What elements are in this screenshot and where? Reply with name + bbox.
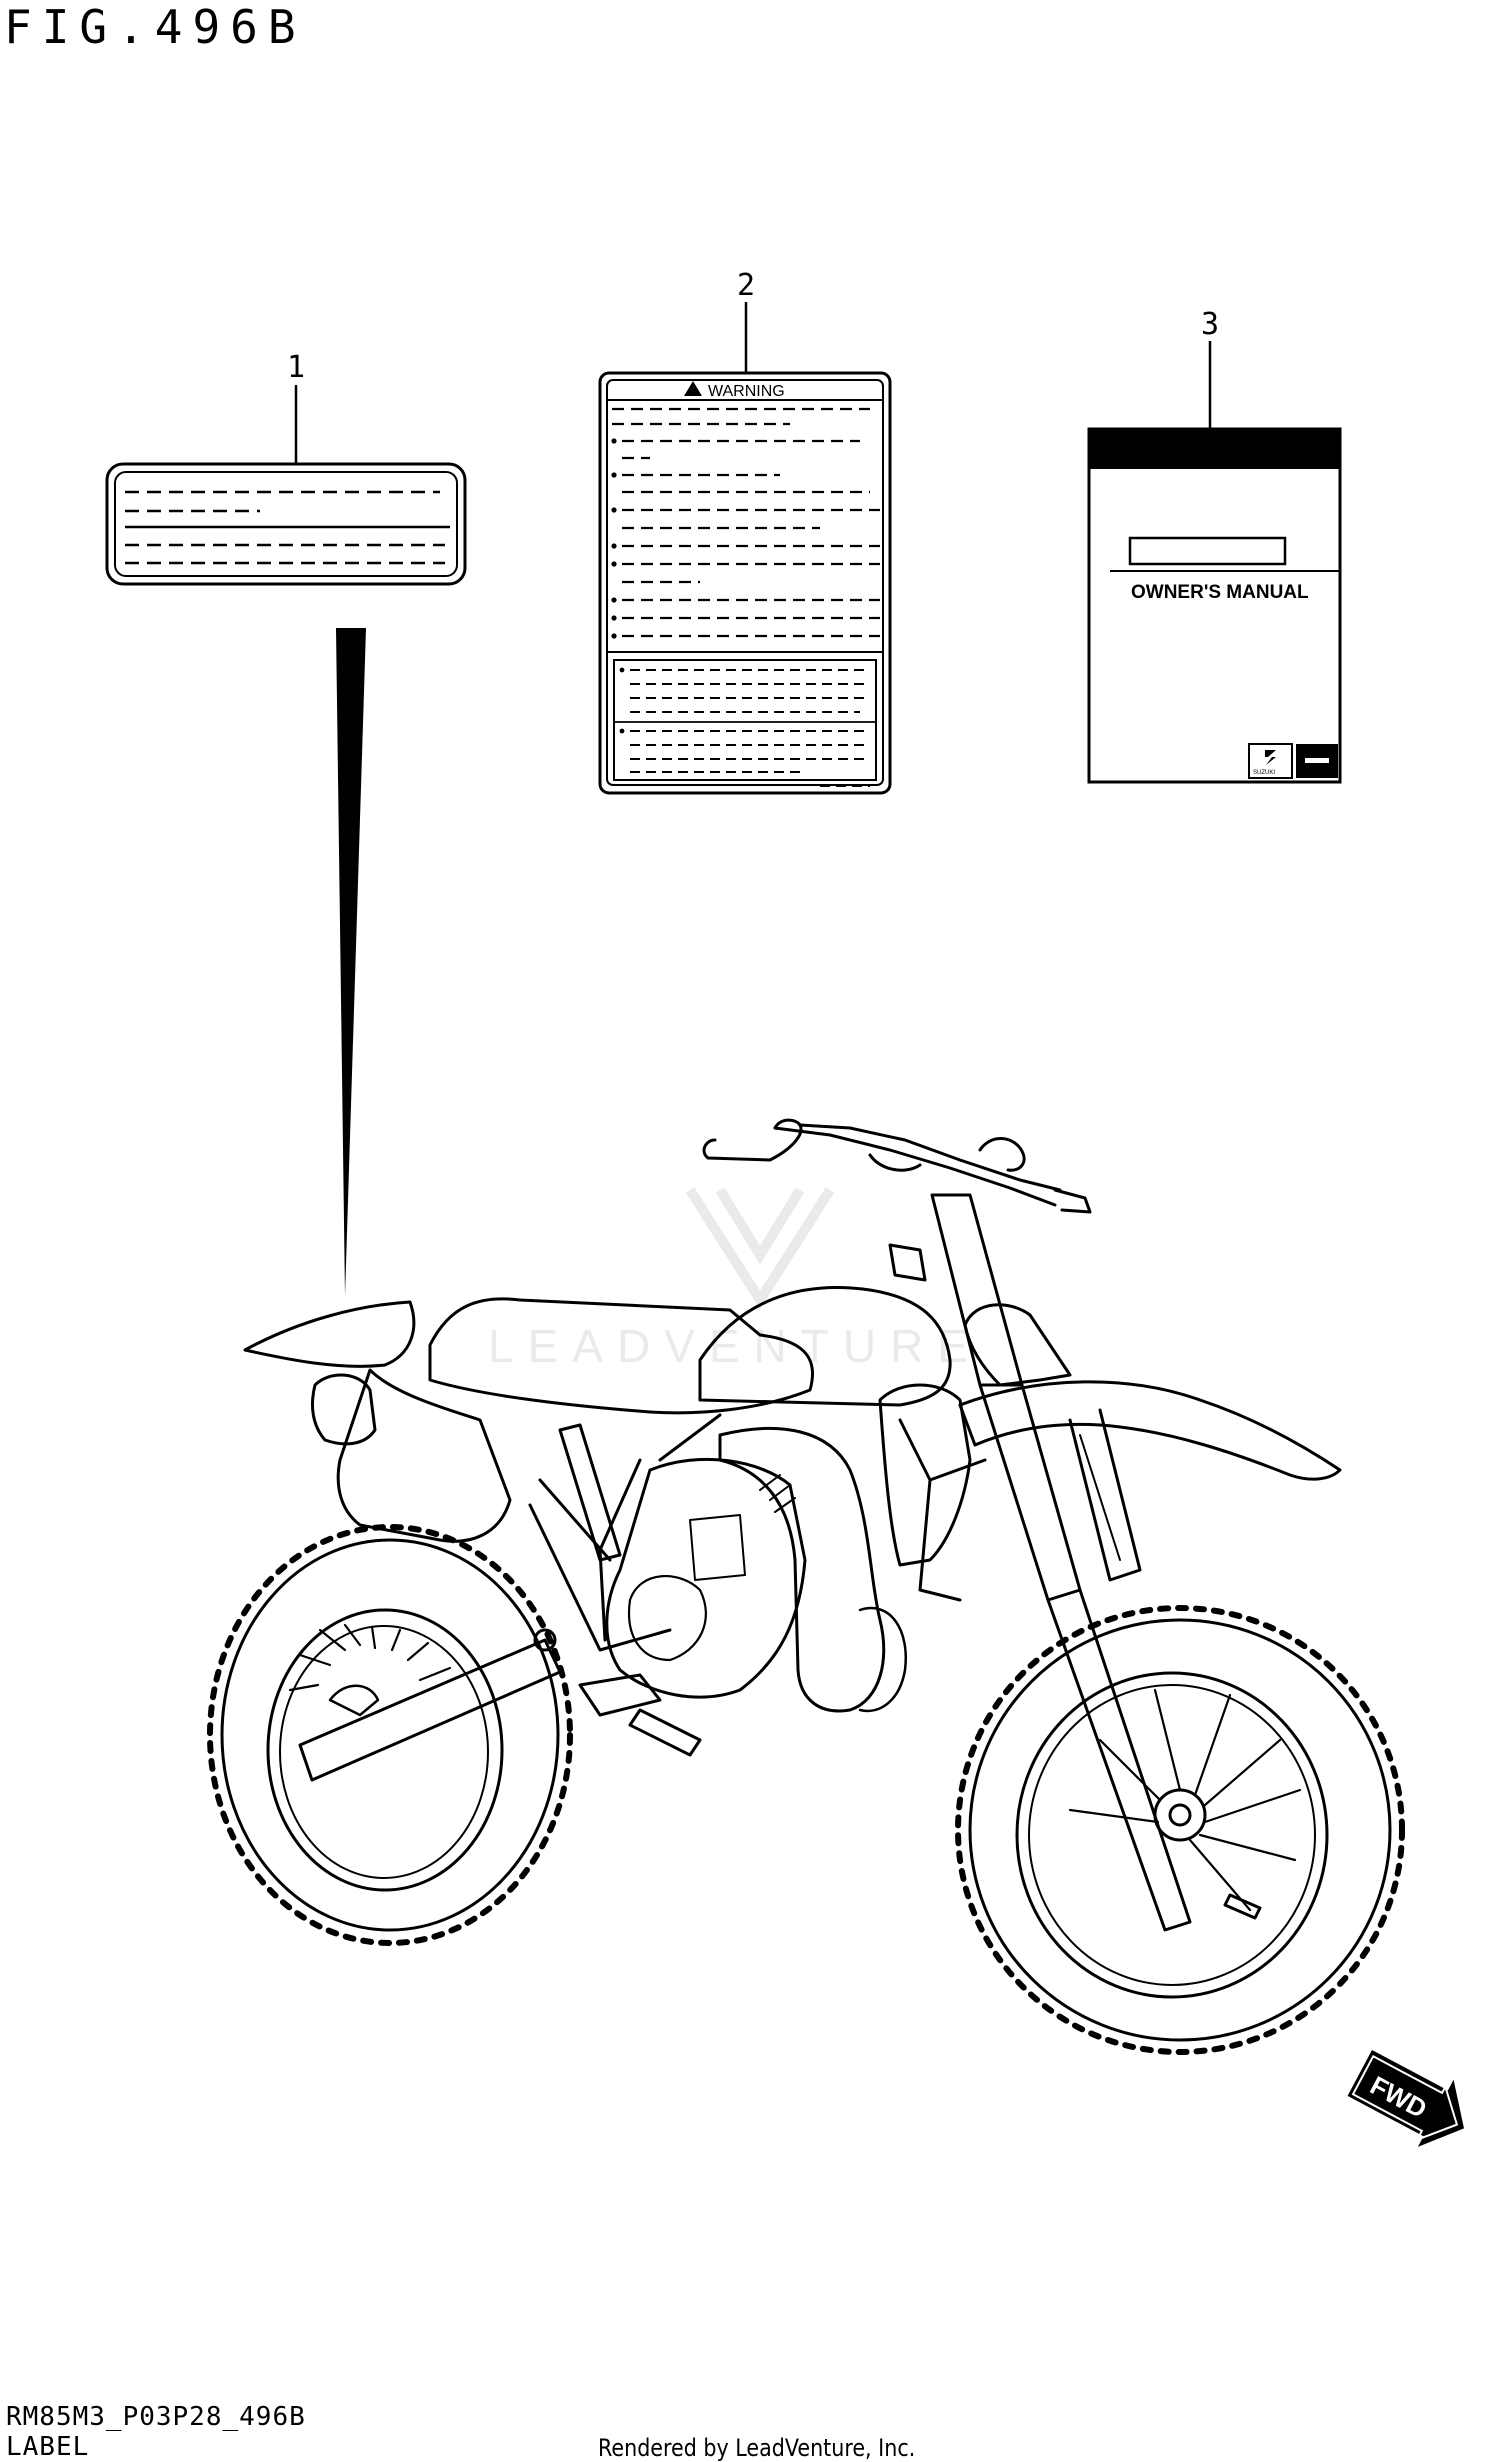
leadventure-watermark: LEADVENTURE (488, 1187, 982, 1372)
render-credit: Rendered by LeadVenture, Inc. (598, 2434, 916, 2462)
part-3-owners-manual[interactable]: 3 OWNER'S MANUAL SUZUKI (1087, 307, 1342, 784)
handlebar (702, 1118, 1092, 1214)
motorcycle-drawing (207, 1118, 1405, 2055)
manual-top-band (1089, 429, 1340, 469)
front-brake-caliper (1223, 1893, 1262, 1920)
front-fork (930, 1193, 1192, 1932)
part-2-warning-label[interactable]: 2 WARNING (598, 268, 892, 795)
label-1-placeholder-text (125, 490, 445, 565)
swingarm (298, 1638, 562, 1782)
manual-cover (1087, 427, 1342, 784)
callout-3: 3 (1201, 307, 1219, 342)
fuel-tank (698, 1286, 952, 1407)
fwd-direction-badge: FWD (1347, 2050, 1464, 2147)
kickstart-lever (628, 1708, 702, 1757)
warning-triangle-icon (684, 381, 702, 396)
front-fender (958, 1380, 1342, 1481)
fuel-cap (888, 1243, 927, 1282)
warning-heading: WARNING (708, 383, 785, 400)
front-tire-knobs (955, 1605, 1405, 2055)
rear-tire-knobs (207, 1524, 573, 1946)
manual-corner-dash (1305, 758, 1329, 763)
manual-brand-box (1248, 743, 1293, 779)
manual-brand-mark: SUZUKI (1253, 770, 1275, 776)
side-number-plate (336, 1368, 512, 1543)
section-name: LABEL (6, 2432, 90, 2462)
warning-lower-bullet (619, 728, 625, 734)
warning-bullets (611, 438, 617, 639)
chain-guard (328, 1684, 380, 1717)
model-code: RM85M3_P03P28_496B (6, 2402, 306, 2432)
warning-lower-box (613, 659, 877, 781)
front-hub (1153, 1788, 1207, 1842)
front-rim (1015, 1671, 1329, 1999)
front-axle (1168, 1803, 1192, 1827)
manual-title-box (1128, 536, 1287, 566)
suzuki-logo-icon (1265, 750, 1276, 765)
engine (605, 1457, 807, 1699)
radiator-shroud (878, 1383, 972, 1567)
rear-shock (558, 1423, 622, 1562)
front-tire-outer (968, 1618, 1392, 2042)
warning-placeholder-text (612, 407, 880, 638)
front-spokes (1068, 1688, 1302, 1912)
warning-lower-text (630, 669, 870, 787)
part-1-label[interactable]: 1 (105, 350, 467, 586)
label-1-outer (105, 462, 467, 586)
frame (528, 1413, 987, 1652)
expansion-chamber (858, 1606, 908, 1713)
callout-2: 2 (737, 268, 755, 303)
rear-rim-inner (279, 1625, 489, 1879)
rear-wheel (207, 1524, 573, 1946)
placement-pointer-1 (336, 628, 366, 1296)
figure-title: FIG.496B (4, 0, 306, 54)
rear-tire-outer (220, 1538, 560, 1932)
rear-spokes (288, 1623, 452, 1692)
warning-label-outer (598, 371, 892, 795)
watermark-text: LEADVENTURE (488, 1320, 982, 1372)
footpeg (578, 1673, 662, 1717)
airbox-cover (311, 1373, 377, 1446)
number-plate (963, 1303, 1072, 1387)
label-1-inner (114, 471, 458, 577)
rear-fender (243, 1300, 416, 1368)
callout-1: 1 (287, 350, 305, 385)
warning-label-inner (606, 379, 884, 786)
watermark-logo-icon (685, 1187, 835, 1310)
fwd-arrow-icon (1347, 2050, 1464, 2147)
warning-lower-bullet (619, 667, 625, 673)
manual-title: OWNER'S MANUAL (1131, 582, 1309, 603)
front-rim-inner (1028, 1684, 1316, 1986)
seat (428, 1297, 815, 1415)
front-wheel (955, 1605, 1405, 2055)
rear-rim (266, 1608, 504, 1892)
exhaust-pipe (718, 1426, 886, 1713)
swingarm-pivot (533, 1628, 557, 1652)
